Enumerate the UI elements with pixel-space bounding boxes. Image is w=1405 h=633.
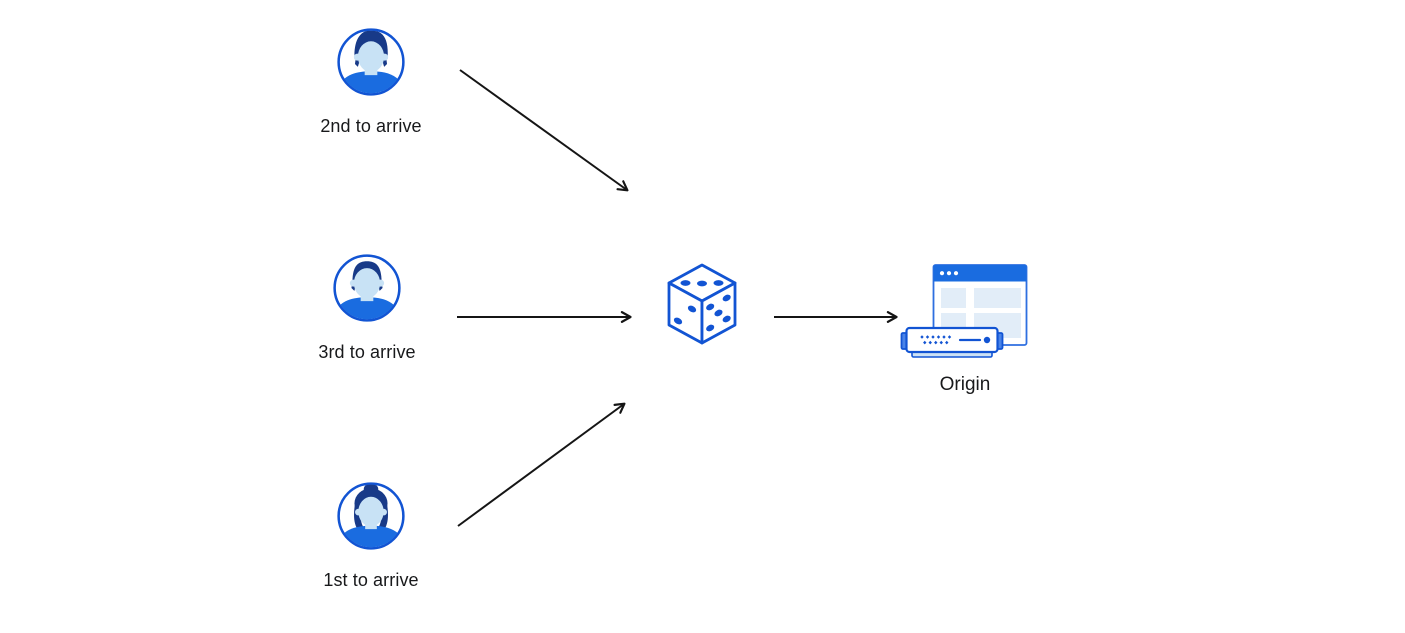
origin-server-browser-icon [900, 264, 1028, 358]
user-avatar-male-short-hair-icon [333, 254, 401, 322]
arrow-2nd-to-dice [459, 69, 629, 192]
arrow-1st-to-dice [457, 402, 626, 527]
node-origin: Origin [895, 262, 1035, 396]
node-random-dice [665, 262, 739, 346]
node-user-third: 3rd to arrive [282, 253, 452, 363]
node-label: 1st to arrive [323, 570, 419, 590]
node-user-second: 2nd to arrive [286, 27, 456, 137]
node-label: 3rd to arrive [318, 342, 416, 362]
user-avatar-male-swept-hair-icon [337, 28, 405, 96]
node-label: 2nd to arrive [320, 116, 422, 136]
user-avatar-female-bun-icon [337, 482, 405, 550]
dice-icon [667, 263, 737, 345]
node-user-first: 1st to arrive [286, 481, 456, 591]
node-label: Origin [939, 374, 991, 395]
